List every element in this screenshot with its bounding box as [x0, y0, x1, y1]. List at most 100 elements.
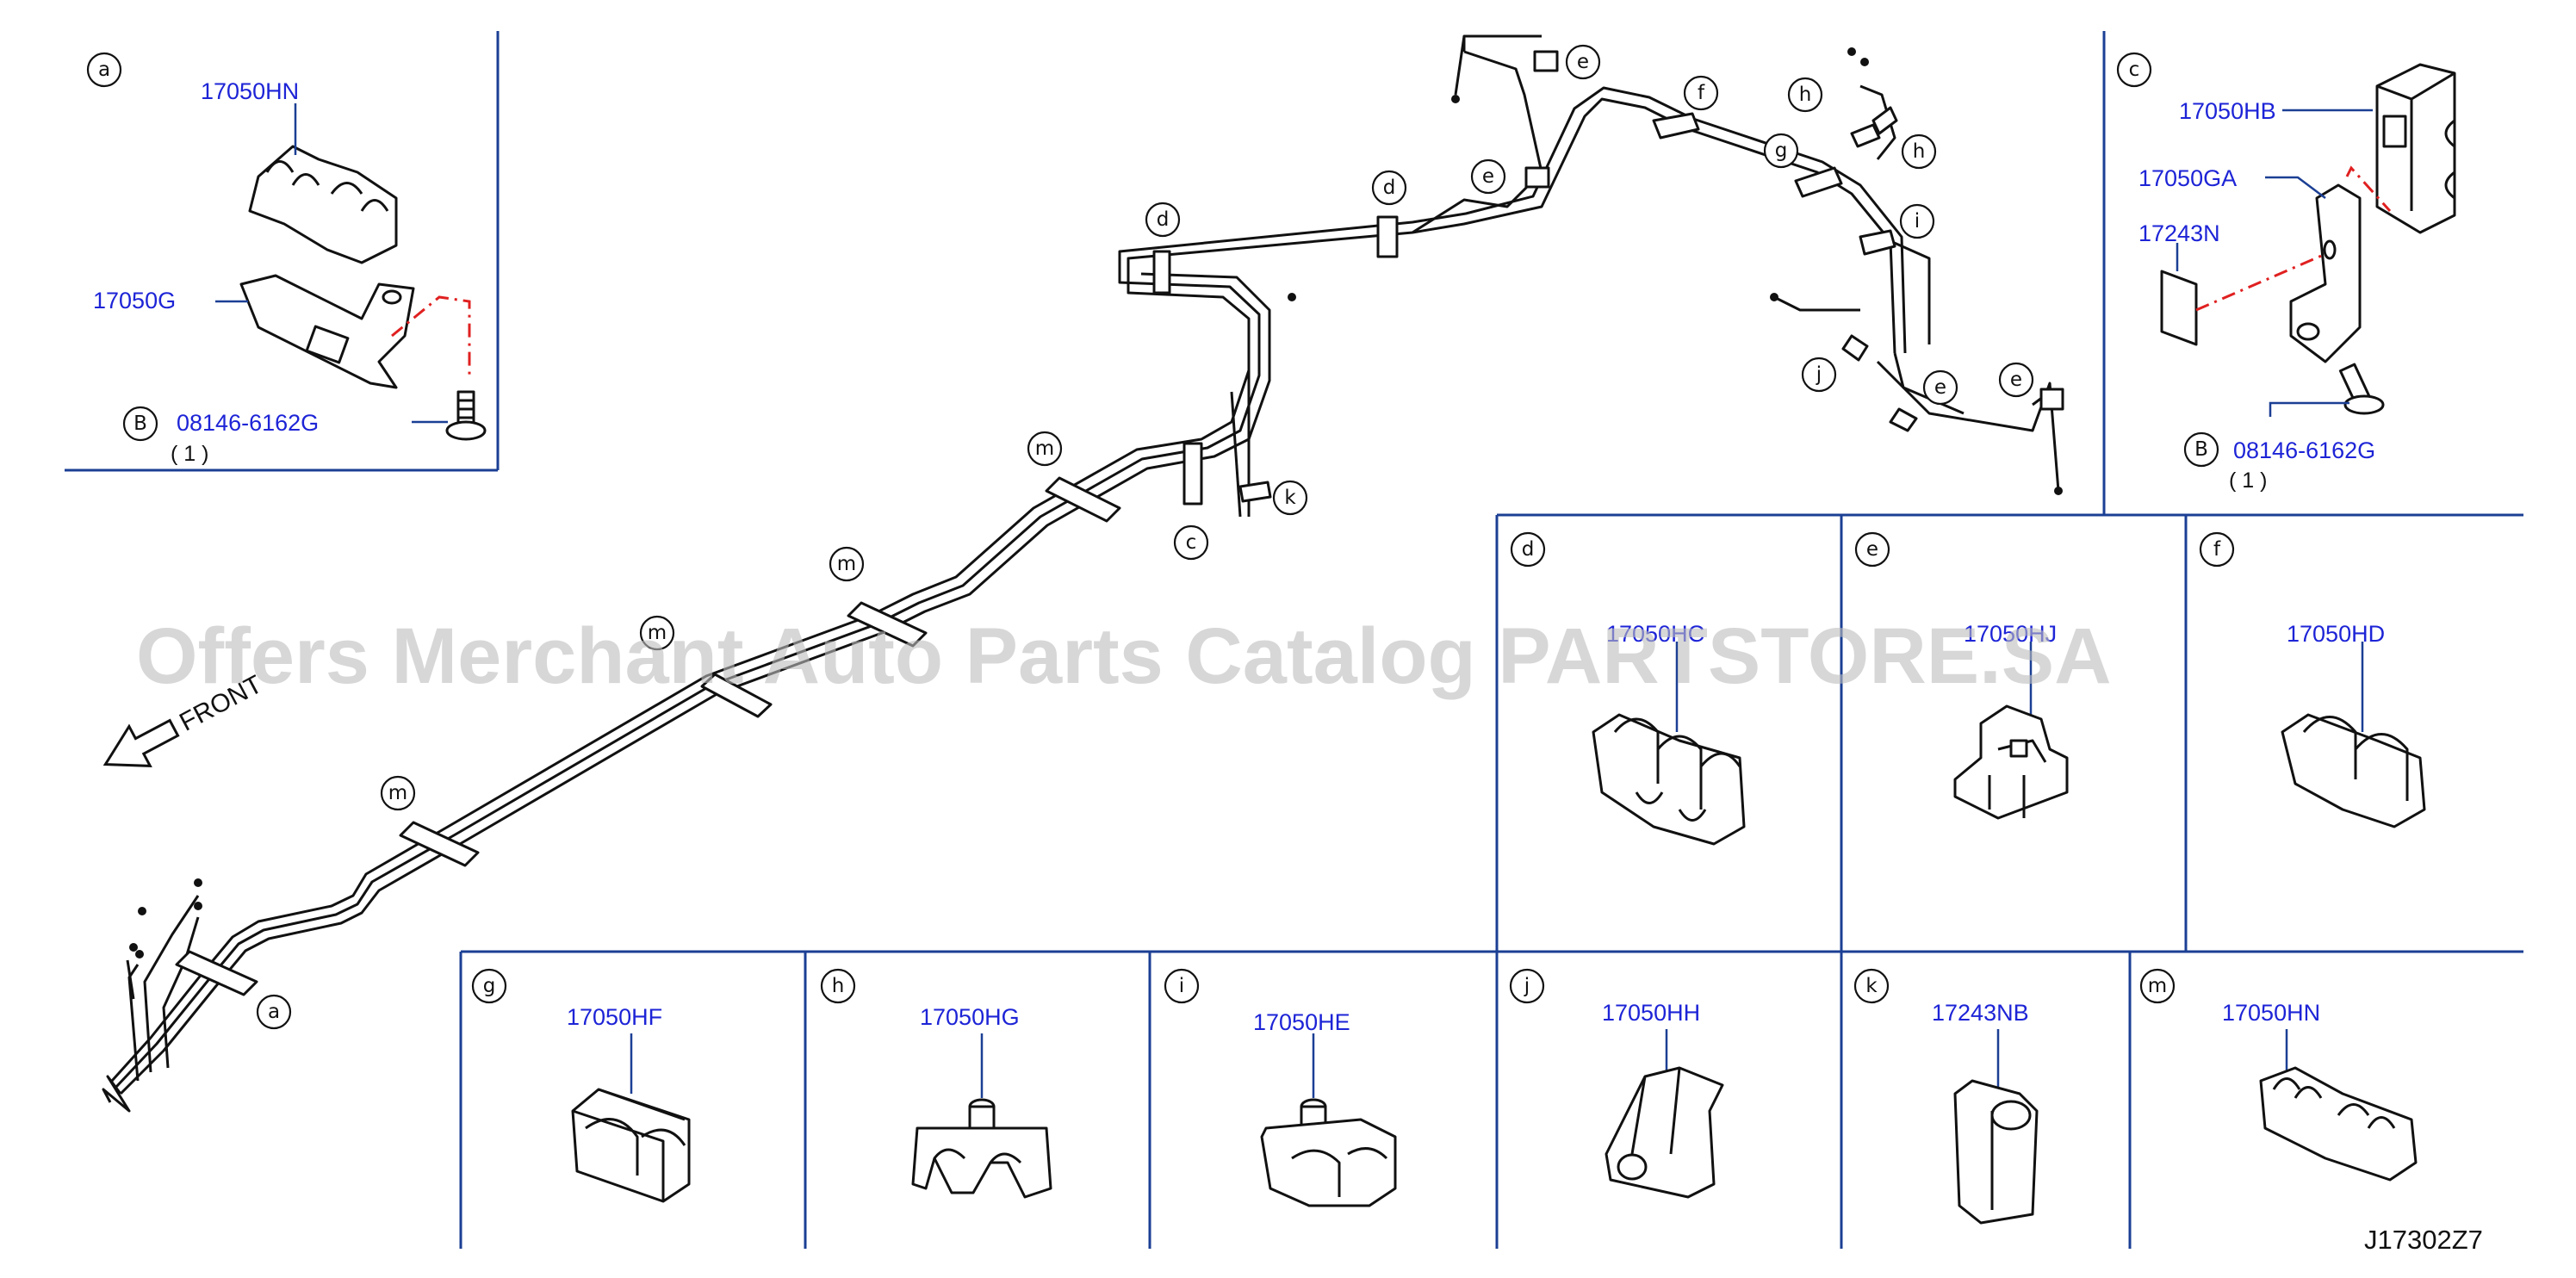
callout-a: a — [86, 52, 122, 88]
svg-text:i: i — [1179, 975, 1184, 997]
svg-text:h: h — [1799, 84, 1812, 106]
part-number-17050HH: 17050HH — [1602, 1000, 1700, 1026]
svg-text:m: m — [648, 622, 667, 644]
svg-text:e: e — [1866, 538, 1878, 561]
route-callouts: d d e e e e f h h g i j k c m m m m a — [256, 44, 2034, 1030]
svg-text:d: d — [1157, 208, 1170, 231]
svg-text:g: g — [1775, 140, 1788, 162]
route-callout-g: g — [1763, 133, 1799, 169]
callout-j: j — [1509, 968, 1545, 1004]
svg-text:d: d — [1522, 538, 1535, 561]
pad-17243N — [2160, 270, 2198, 346]
callout-e: e — [1854, 531, 1890, 568]
callout-i: i — [1164, 968, 1200, 1004]
svg-text:d: d — [1383, 177, 1396, 199]
clip-17050HB — [2375, 63, 2456, 234]
part-number-08146-6162G-c: 08146-6162G — [2233, 437, 2375, 463]
svg-text:k: k — [1284, 487, 1296, 509]
part-number-17050HG: 17050HG — [920, 1004, 1020, 1030]
part-number-17050HE: 17050HE — [1253, 1009, 1350, 1035]
svg-text:a: a — [98, 59, 110, 81]
clip-17050HF — [571, 1033, 691, 1203]
bolt-detail-a — [445, 390, 487, 441]
part-number-17050HF: 17050HF — [567, 1004, 662, 1030]
part-number-17050GA: 17050GA — [2138, 165, 2237, 191]
svg-text:e: e — [2010, 369, 2022, 391]
svg-text:g: g — [483, 975, 496, 997]
svg-text:i: i — [1915, 210, 1920, 233]
clip-17050HJ — [1953, 642, 2069, 820]
route-callout-e2: e — [1470, 158, 1506, 195]
callout-d: d — [1510, 531, 1546, 568]
svg-text:k: k — [1865, 975, 1878, 997]
route-callout-a: a — [256, 994, 292, 1030]
callout-k: k — [1853, 968, 1890, 1004]
route-callout-h2: h — [1901, 133, 1937, 170]
bolt-detail-c — [2338, 363, 2385, 415]
bracket-17050G — [239, 274, 415, 389]
svg-text:e: e — [1482, 165, 1494, 188]
route-callout-c: c — [1173, 524, 1209, 561]
route-callout-i: i — [1899, 203, 1935, 239]
detail-frames — [65, 31, 2523, 1249]
route-callout-e1: e — [1565, 44, 1601, 80]
clip-17050HN-detail-a — [248, 145, 398, 264]
part-number-17050HN-m: 17050HN — [2222, 1000, 2320, 1026]
route-callout-f: f — [1683, 75, 1719, 111]
pad-17243NB — [1953, 1029, 2039, 1225]
detail-callouts: a B c B d e f g h i j k m — [86, 52, 2235, 1004]
clip-17050HC — [1592, 642, 1746, 846]
part-number-labels: 17050HN 17050G 08146-6162G ( 1 ) 17050HB… — [93, 78, 2385, 1035]
svg-text:B: B — [2194, 438, 2208, 461]
svg-text:h: h — [832, 975, 845, 997]
part-number-17243NB: 17243NB — [1932, 1000, 2029, 1026]
svg-text:f: f — [2213, 538, 2221, 561]
clip-17050HD — [2281, 642, 2426, 828]
route-callout-h1: h — [1787, 77, 1823, 113]
svg-text:B: B — [133, 413, 147, 435]
svg-text:m: m — [837, 553, 856, 575]
route-clips — [175, 50, 2064, 996]
svg-text:c: c — [2129, 59, 2140, 81]
clip-17050HE — [1260, 1033, 1397, 1207]
svg-text:m: m — [2148, 975, 2167, 997]
route-callout-m1: m — [1027, 431, 1063, 467]
assembly-line-a — [391, 295, 471, 379]
route-callout-d2: d — [1371, 170, 1407, 206]
part-number-17050HN-a: 17050HN — [201, 78, 299, 104]
route-callout-e4: e — [1998, 362, 2034, 398]
svg-text:h: h — [1913, 140, 1926, 163]
callout-bolt-c: B — [2183, 431, 2219, 468]
part-number-17243N: 17243N — [2138, 220, 2220, 246]
route-callout-k: k — [1272, 480, 1308, 516]
bracket-17050GA — [2289, 183, 2362, 363]
detail-a — [215, 103, 487, 441]
svg-text:c: c — [1186, 531, 1197, 554]
svg-text:m: m — [1035, 437, 1054, 460]
callout-f: f — [2199, 531, 2235, 568]
route-callout-m4: m — [380, 775, 416, 811]
route-callout-m2: m — [829, 546, 865, 582]
route-callout-e3: e — [1922, 369, 1958, 406]
clip-17050HN-detail-m — [2259, 1029, 2418, 1182]
callout-h: h — [820, 968, 856, 1004]
detail-c — [2160, 63, 2456, 417]
quantity-c: ( 1 ) — [2229, 468, 2267, 493]
part-number-17050HD: 17050HD — [2287, 621, 2385, 647]
svg-text:a: a — [268, 1001, 280, 1023]
callout-m: m — [2139, 968, 2176, 1004]
callout-c: c — [2116, 52, 2152, 88]
route-callout-j: j — [1801, 357, 1837, 393]
clip-17050HG — [911, 1033, 1052, 1199]
watermark: Offers Merchant Auto Parts Catalog PARTS… — [136, 612, 2112, 700]
svg-text:m: m — [388, 782, 407, 804]
svg-text:e: e — [1577, 51, 1589, 73]
assembly-line-c — [2195, 252, 2326, 312]
front-arrow-icon — [102, 718, 180, 768]
part-number-17050G: 17050G — [93, 288, 176, 313]
svg-text:f: f — [1698, 82, 1705, 104]
quantity-a: ( 1 ) — [171, 442, 208, 466]
route-callout-m3: m — [639, 615, 675, 651]
callout-bolt-a: B — [122, 406, 158, 442]
